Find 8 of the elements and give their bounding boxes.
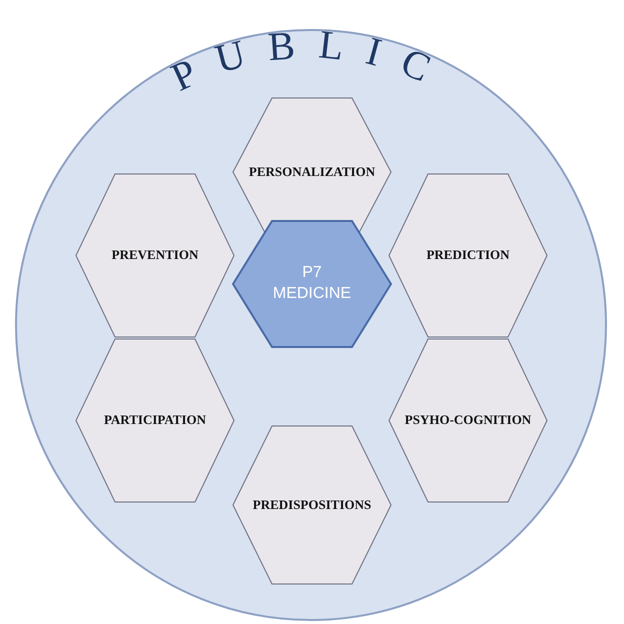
- hexagon-label: PARTICIPATION: [104, 412, 206, 428]
- hexagon-label: PREDISPOSITIONS: [252, 497, 372, 513]
- hexagon-label: PSYHO-COGNITION: [404, 412, 532, 428]
- hexagon-label: P7 MEDICINE: [272, 263, 352, 304]
- arc-title: PUBLIC: [164, 28, 458, 100]
- hexagon-label: PERSONALIZATION: [248, 164, 376, 180]
- hexagon-label: PREDICTION: [426, 247, 510, 263]
- hexagon-label: PREVENTION: [112, 247, 198, 263]
